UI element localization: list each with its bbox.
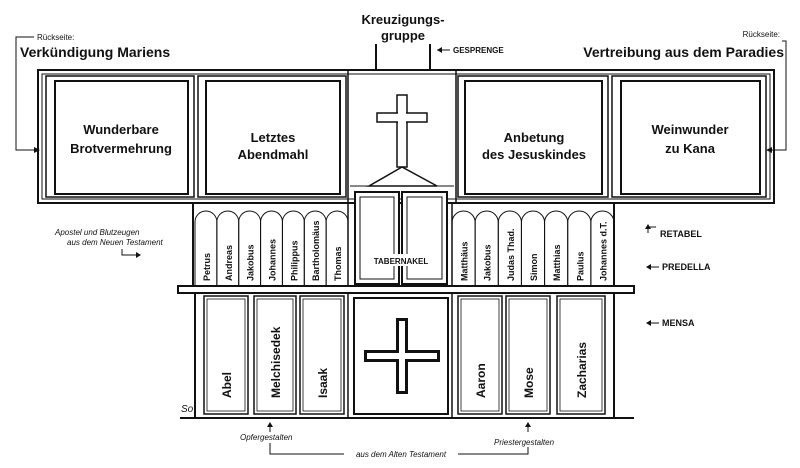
gesprenge-arrow-icon — [437, 47, 450, 53]
apostle-name: Johannes d.T. — [598, 221, 608, 281]
mensa-figure-name: Melchisedek — [269, 326, 283, 398]
predella-arch: Johannes — [260, 210, 283, 285]
left-back-bracket — [15, 36, 34, 151]
panel-title-line2: Abendmahl — [238, 147, 309, 162]
right-back-bracket — [772, 40, 787, 151]
priester-label: Priestergestalten — [494, 438, 555, 447]
panel-anbetung: Anbetung des Jesuskindes — [457, 75, 609, 198]
mensa-figure-panel: Isaak — [299, 295, 345, 415]
retabel-label: RETABEL — [660, 229, 702, 239]
predella-label: PREDELLA — [662, 262, 711, 272]
panel-title-line2: Brotvermehrung — [70, 141, 172, 156]
predella-arch: Jakobus — [474, 210, 499, 285]
apostle-name: Bartholomäus — [311, 220, 321, 281]
mensa-figure-panel: Aaron — [457, 295, 503, 415]
predella-arch: Philippus — [281, 210, 305, 285]
retabel-arrow-icon — [645, 224, 656, 233]
panel-title-line2: des Jesuskindes — [482, 147, 586, 162]
predella-arch: Bartholomäus — [303, 210, 327, 285]
apostles-note-line1: Apostel und Blutzeugen — [54, 228, 140, 237]
mensa-figure-name: Aaron — [474, 363, 488, 398]
crucifixion-label-line2: gruppe — [381, 28, 425, 43]
mensa-figure-name: Isaak — [316, 368, 330, 398]
predella-arrow-icon — [646, 264, 659, 270]
predella-left-arches: Petrus Andreas Jakobus Johannes Philippus Bar… — [194, 210, 349, 285]
tabernakel-label: TABERNAKEL — [374, 257, 429, 266]
apostle-name: Jakobus — [483, 244, 493, 281]
mensa-cross-relief-icon — [353, 297, 449, 415]
retabel-center-cross — [347, 70, 457, 203]
mensa-figure-panel: Melchisedek — [253, 295, 297, 415]
right-back-caption-small: Rückseite: — [743, 30, 780, 39]
panel-title-line1: Letztes — [251, 130, 296, 145]
apostles-arrow-icon — [121, 249, 141, 258]
panel-title-line1: Weinwunder — [651, 122, 728, 137]
predella-arch: Paulus — [567, 210, 592, 285]
opfer-arrow-icon — [267, 422, 273, 432]
panel-abendmahl: Letztes Abendmahl — [197, 75, 347, 198]
gesprenge-label: GESPRENGE — [453, 46, 504, 55]
tabernakel-door-left — [354, 191, 400, 285]
crucifixion-label-line1: Kreuzigungs- — [361, 12, 444, 27]
predella-arch: Judas Thad. — [497, 210, 522, 285]
predella-arch: Simon — [520, 210, 546, 285]
predella-arch: Andreas — [216, 210, 240, 285]
right-back-caption: Vertreibung aus dem Paradies — [583, 44, 784, 60]
mensa-body — [180, 293, 634, 419]
predella-arch: Matthäus — [451, 210, 476, 285]
mensa-figure-name: Abel — [220, 372, 234, 398]
mensa-right-figures: Aaron Mose Zacharias — [457, 295, 606, 415]
apostle-name: Simon — [529, 253, 539, 281]
apostle-name: Matthias — [552, 244, 562, 281]
apostle-name: Judas Thad. — [506, 228, 516, 281]
opfer-label: Opfergestalten — [240, 433, 293, 442]
panel-weinwunder: Weinwunder zu Kana — [611, 75, 767, 198]
panel-title-line2: zu Kana — [665, 141, 716, 156]
panel-brotvermehrung: Wunderbare Brotvermehrung — [45, 75, 195, 198]
apostle-name: Thomas — [333, 246, 343, 281]
mensa-figure-panel: Abel — [203, 295, 249, 415]
apostle-name: Philippus — [289, 241, 299, 282]
left-back-caption-small: Rückseite: — [37, 33, 74, 42]
panel-title-line1: Anbetung — [504, 130, 565, 145]
apostle-name: Paulus — [575, 251, 585, 281]
alt-testament-bracket — [269, 443, 529, 455]
apostle-name: Johannes — [268, 239, 278, 281]
predella-arch: Matthias — [544, 210, 569, 285]
predella-arch: Jakobus — [238, 210, 262, 285]
left-back-caption: Verkündigung Mariens — [20, 44, 170, 60]
tabernakel-door-right — [401, 191, 448, 285]
mensa-label: MENSA — [662, 318, 695, 328]
mensa-slab — [177, 285, 635, 294]
alt-testament-label: aus dem Alten Testament — [356, 450, 447, 459]
predella-arch: Thomas — [325, 210, 349, 285]
predella-arch: Johannes d.T. — [590, 210, 615, 285]
apostles-note-line2: aus dem Neuen Testament — [67, 238, 164, 247]
panel-title-line1: Wunderbare — [83, 122, 159, 137]
apostle-name: Matthäus — [460, 241, 470, 281]
right-back-arrow-icon — [766, 147, 772, 153]
mensa-arrow-icon — [646, 320, 659, 326]
apostle-name: Petrus — [202, 253, 212, 281]
priester-arrow-icon — [525, 422, 531, 432]
tabernakel: TABERNAKEL — [347, 191, 453, 286]
apostle-name: Jakobus — [246, 244, 256, 281]
artist-signature: So — [181, 404, 194, 415]
predella-right-arches: Matthäus Jakobus Judas Thad. Simon Matthias P… — [451, 210, 615, 285]
mensa-figure-panel: Zacharias — [556, 295, 606, 415]
mensa-figure-name: Mose — [522, 367, 536, 398]
mensa-figure-name: Zacharias — [575, 342, 589, 398]
apostle-name: Andreas — [224, 245, 234, 281]
predella-arch: Petrus — [194, 210, 218, 285]
mensa-figure-panel: Mose — [505, 295, 551, 415]
